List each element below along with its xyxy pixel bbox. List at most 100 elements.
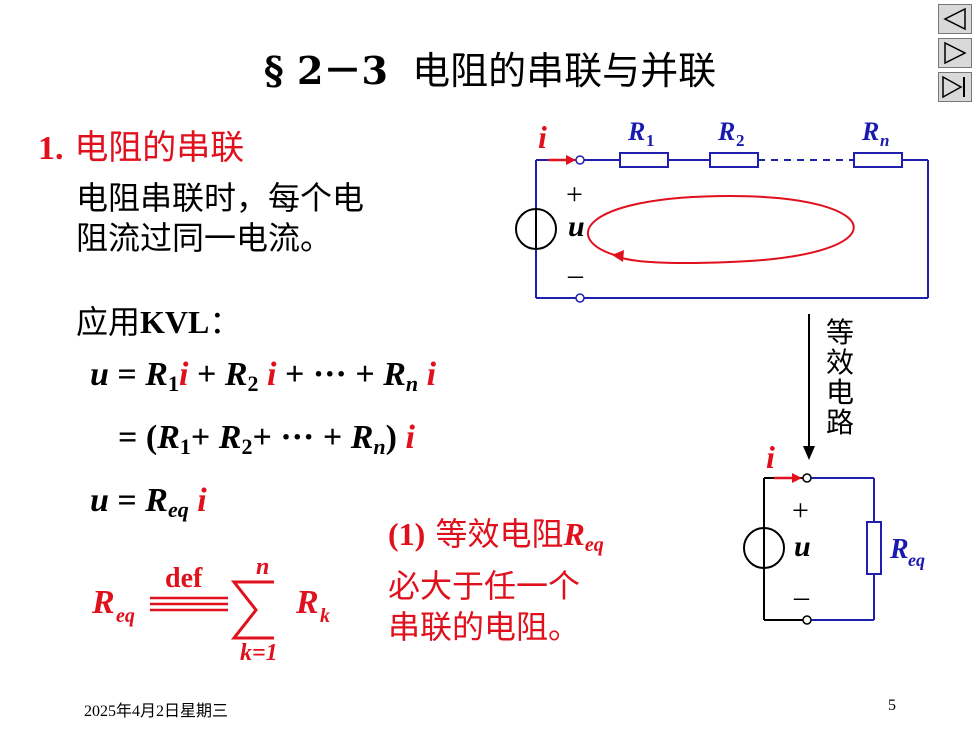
eq-terminal-top: [802, 473, 812, 483]
note-number: (1): [388, 516, 426, 552]
eq3-i: i: [188, 482, 207, 519]
eq2-sub1: 1: [179, 434, 191, 459]
note-line-1: (1) 等效电阻Req: [388, 514, 604, 566]
series-circuit-diagram: i R 1 R 2 R n + u –: [515, 117, 929, 303]
resistor-req-icon: [866, 521, 882, 575]
prev-slide-button[interactable]: [938, 4, 972, 34]
note-text: (1) 等效电阻Req 必大于任一个 串联的电阻。: [388, 514, 604, 648]
eq1-u: u: [90, 356, 109, 393]
note-R: R: [563, 516, 585, 552]
eq1-R2: R: [224, 356, 248, 393]
eq3-R: R: [145, 482, 168, 519]
equivalent-char-4: 路: [826, 406, 855, 439]
eq1-plus1: +: [188, 356, 225, 393]
heading-text: 电阻的串联: [74, 128, 245, 168]
resistor-r1-icon: [619, 152, 669, 168]
eq-terminal-bottom: [802, 615, 812, 625]
eq-current-label: i: [766, 440, 775, 475]
eq2-R2: R: [218, 419, 242, 456]
last-slide-button[interactable]: [938, 72, 972, 102]
rn-label: R: [861, 117, 879, 146]
resistor-r2-icon: [709, 152, 759, 168]
kvl-loop-icon: [587, 194, 855, 264]
def-R: R: [91, 584, 115, 621]
eq2-plus1: +: [190, 419, 219, 456]
eq2-start: = (: [118, 419, 158, 456]
sum-R: R: [295, 584, 319, 621]
eq2-plus2: + ··· +: [252, 419, 351, 456]
eq-voltage-label: u: [794, 530, 811, 563]
eq1-Rn: R: [383, 356, 406, 393]
eq2-subn: n: [373, 434, 386, 459]
current-arrow-icon: [566, 155, 576, 165]
page-number: 5: [888, 697, 896, 714]
r2-label: R: [717, 117, 735, 146]
skip-end-icon: [942, 75, 965, 99]
next-slide-button[interactable]: [938, 38, 972, 68]
kvl-loop-arrow-icon: [612, 250, 624, 262]
equivalent-arrow: [803, 314, 815, 460]
footer-date: 2025年4月2日星期三: [84, 703, 229, 720]
eq1-plus2: + ··· +: [276, 356, 384, 393]
equation-1: u = R1i + R2 i + ··· + Rn i: [90, 356, 436, 397]
note-R-sub: eq: [584, 534, 604, 556]
eq1-R1: R: [145, 356, 168, 393]
sum-lower-limit: k=1: [240, 640, 278, 666]
eq3-sub: eq: [167, 497, 189, 522]
arrow-down-icon: [803, 446, 815, 460]
kvl-suffix: ：: [209, 303, 242, 341]
resistor-rn-icon: [853, 152, 903, 168]
voltage-label: u: [568, 210, 585, 243]
r2-sub: 2: [736, 131, 745, 150]
sum-R-sub: k: [320, 605, 330, 627]
note-line1-text: 等效电阻: [425, 515, 564, 553]
kvl-prefix: 应用: [76, 303, 141, 341]
eq1-i2: i: [258, 356, 277, 393]
eq2-sub2: 2: [241, 434, 253, 459]
triangle-left-icon: [943, 7, 966, 31]
equivalent-char-2: 效: [826, 346, 855, 379]
sigma-icon: [230, 580, 274, 640]
eq1-equals: =: [108, 356, 146, 393]
def-label: def: [165, 563, 203, 594]
equivalent-label: 等 效 电 路: [826, 318, 862, 438]
equivalent-circuit-diagram: i + u – R eq: [743, 440, 925, 625]
eq2-Rn: R: [350, 419, 374, 456]
terminal-top: [575, 155, 585, 165]
minus-label: –: [567, 258, 584, 291]
current-label: i: [538, 119, 547, 155]
definition-equation: R eq def n k=1 R k: [91, 554, 330, 666]
eq2-close: ): [385, 419, 397, 456]
def-R-sub: eq: [116, 605, 135, 627]
note-line-3: 串联的电阻。: [388, 608, 581, 646]
eq-plus-label: +: [792, 494, 809, 527]
heading-number: 1.: [38, 130, 64, 167]
r1-label: R: [627, 117, 645, 146]
eq2-R1: R: [157, 419, 180, 456]
eq1-sub1: 1: [167, 371, 179, 396]
eq3-u: u: [90, 482, 109, 519]
terminal-bottom: [575, 293, 585, 303]
eq3-equals: =: [108, 482, 146, 519]
equivalent-char-3: 电: [826, 376, 855, 409]
slide-title: § 2－3 电阻的串联与并联: [0, 40, 980, 95]
eq2-i: i: [396, 419, 415, 456]
intro-line-2: 阻流过同一电流。: [76, 219, 333, 257]
eq1-sub2: 2: [247, 371, 259, 396]
kvl-line: 应用KVL：: [76, 297, 241, 343]
title-text: 电阻的串联与并联: [412, 49, 717, 93]
triangle-right-icon: [944, 41, 967, 65]
sum-upper-limit: n: [256, 554, 269, 580]
rn-sub: n: [880, 131, 889, 150]
req-label: R: [889, 534, 909, 565]
section-heading: 1. 电阻的串联: [38, 120, 244, 169]
equivalent-char-1: 等: [826, 316, 855, 349]
intro-line-1: 电阻串联时，每个电: [76, 179, 365, 217]
section-number: § 2－3: [263, 48, 388, 93]
equation-2: = (R1+ R2+ ··· + Rn) i: [118, 419, 415, 460]
kvl-bold: KVL: [140, 304, 210, 340]
note-line-2: 必大于任一个: [388, 567, 581, 605]
plus-label: +: [566, 178, 583, 211]
eq1-subn: n: [405, 371, 419, 396]
req-sub: eq: [908, 550, 925, 570]
